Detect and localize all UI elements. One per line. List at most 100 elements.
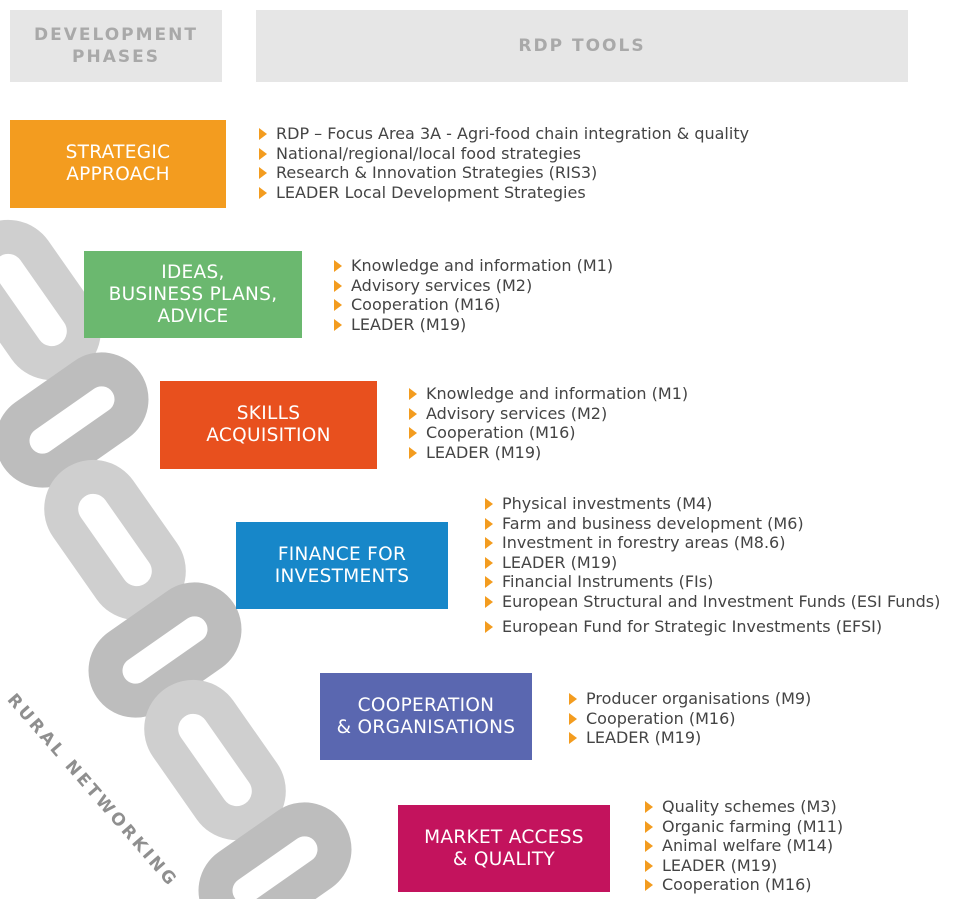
phase-cooperation-organisations: COOPERATION & ORGANISATIONS	[320, 673, 532, 760]
tool-label: LEADER (M19)	[662, 855, 778, 875]
tool-item: Knowledge and information (M1)	[406, 384, 688, 404]
rdp-tools-header: RDP TOOLS	[256, 10, 908, 82]
tool-label: Knowledge and information (M1)	[426, 384, 689, 403]
triangle-bullet-icon	[569, 732, 577, 744]
triangle-bullet-icon	[645, 879, 653, 891]
tool-label: Organic farming (M11)	[662, 816, 844, 836]
triangle-bullet-icon	[334, 318, 342, 331]
tool-item: European Structural and Investment Funds…	[482, 592, 940, 612]
tool-label: European Structural and Investment Funds…	[502, 591, 941, 611]
tool-item: Cooperation (M16)	[642, 875, 843, 895]
triangle-bullet-icon	[259, 167, 267, 179]
phase-line: BUSINESS PLANS,	[108, 283, 278, 305]
tools-list-market-access: Quality schemes (M3) Organic farming (M1…	[642, 797, 843, 895]
tool-label: Research & Innovation Strategies (RIS3)	[276, 163, 598, 182]
tool-item: LEADER (M19)	[642, 856, 843, 876]
tool-label: Cooperation (M16)	[426, 423, 576, 442]
chain-link	[88, 582, 242, 718]
triangle-bullet-icon	[334, 279, 342, 292]
tool-item: Research & Innovation Strategies (RIS3)	[256, 163, 749, 183]
triangle-bullet-icon	[259, 186, 267, 199]
tools-list-cooperation: Producer organisations (M9) Cooperation …	[566, 689, 811, 748]
tool-label: Advisory services (M2)	[426, 403, 608, 423]
triangle-bullet-icon	[645, 840, 653, 852]
tool-label: LEADER (M19)	[351, 314, 467, 334]
development-phases-header: DEVELOPMENT PHASES	[10, 10, 222, 82]
triangle-bullet-icon	[645, 801, 653, 813]
chain-link	[0, 352, 149, 488]
triangle-bullet-icon	[334, 299, 342, 311]
tool-label: RDP – Focus Area 3A - Agri-food chain in…	[276, 124, 750, 143]
triangle-bullet-icon	[645, 820, 653, 833]
tool-item: Advisory services (M2)	[331, 276, 613, 296]
triangle-bullet-icon	[409, 388, 417, 400]
tool-item: Financial Instruments (FIs)	[482, 572, 940, 592]
tool-label: LEADER (M19)	[502, 552, 618, 572]
tool-label: Quality schemes (M3)	[662, 797, 837, 816]
tool-item: LEADER (M19)	[331, 315, 613, 335]
chain-link	[198, 802, 352, 899]
tool-item: Advisory services (M2)	[406, 404, 688, 424]
tool-item: Knowledge and information (M1)	[331, 256, 613, 276]
tool-item: LEADER (M19)	[566, 728, 811, 748]
tool-label: Cooperation (M16)	[351, 295, 501, 314]
phase-line: & ORGANISATIONS	[336, 716, 516, 738]
tool-item: Organic farming (M11)	[642, 817, 843, 837]
phase-line: & QUALITY	[452, 848, 556, 870]
tools-list-finance: Physical investments (M4) Farm and busin…	[482, 494, 940, 637]
triangle-bullet-icon	[485, 498, 493, 510]
tool-label: European Fund for Strategic Investments …	[502, 617, 883, 636]
triangle-bullet-icon	[569, 712, 577, 725]
phase-line: IDEAS,	[161, 261, 225, 283]
phase-line: ACQUISITION	[206, 425, 331, 446]
triangle-bullet-icon	[259, 128, 267, 140]
tool-item: Producer organisations (M9)	[566, 689, 811, 709]
tool-item: RDP – Focus Area 3A - Agri-food chain in…	[256, 124, 749, 144]
tool-label: Cooperation (M16)	[586, 708, 736, 728]
tool-label: Knowledge and information (M1)	[351, 256, 614, 275]
phase-line: COOPERATION	[357, 694, 495, 716]
phase-finance-for-investments: FINANCE FOR INVESTMENTS	[236, 522, 448, 609]
tools-list-strategic-approach: RDP – Focus Area 3A - Agri-food chain in…	[256, 124, 749, 202]
triangle-bullet-icon	[409, 407, 417, 420]
tool-item: Farm and business development (M6)	[482, 514, 940, 534]
tools-list-ideas: Knowledge and information (M1) Advisory …	[331, 256, 613, 334]
tool-label: LEADER (M19)	[426, 442, 542, 462]
tool-item: Cooperation (M16)	[406, 423, 688, 443]
triangle-bullet-icon	[485, 576, 493, 588]
tool-label: Animal welfare (M14)	[662, 836, 834, 855]
triangle-bullet-icon	[485, 556, 493, 569]
triangle-bullet-icon	[485, 537, 493, 549]
header-tools-label: RDP TOOLS	[518, 36, 646, 56]
tool-item: Cooperation (M16)	[331, 295, 613, 315]
tool-item: LEADER (M19)	[406, 443, 688, 463]
tool-item: LEADER Local Development Strategies	[256, 183, 749, 203]
phase-ideas-business-plans-advice: IDEAS, BUSINESS PLANS, ADVICE	[84, 251, 302, 338]
tool-item: Animal welfare (M14)	[642, 836, 843, 856]
triangle-bullet-icon	[485, 595, 493, 608]
chain-link	[0, 219, 101, 381]
header-phases-line1: DEVELOPMENT	[34, 25, 198, 45]
tool-label: LEADER Local Development Strategies	[276, 182, 586, 202]
tool-label: LEADER (M19)	[586, 728, 702, 747]
tools-list-skills: Knowledge and information (M1) Advisory …	[406, 384, 688, 462]
triangle-bullet-icon	[409, 427, 417, 439]
tool-item: LEADER (M19)	[482, 553, 940, 573]
triangle-bullet-icon	[569, 693, 577, 705]
tool-label: National/regional/local food strategies	[276, 143, 582, 163]
phase-skills-acquisition: SKILLS ACQUISITION	[160, 381, 377, 469]
phase-line: SKILLS	[236, 403, 301, 424]
tool-label: Investment in forestry areas (M8.6)	[502, 533, 786, 552]
phase-line: FINANCE FOR	[277, 543, 407, 565]
chain-link	[144, 679, 286, 841]
phase-market-access-quality: MARKET ACCESS & QUALITY	[398, 805, 610, 892]
triangle-bullet-icon	[409, 446, 417, 459]
phase-strategic-approach: STRATEGIC APPROACH	[10, 120, 226, 208]
triangle-bullet-icon	[645, 859, 653, 872]
tool-item: Quality schemes (M3)	[642, 797, 843, 817]
tool-item: Physical investments (M4)	[482, 494, 940, 514]
triangle-bullet-icon	[485, 621, 493, 633]
tool-label: Producer organisations (M9)	[586, 689, 812, 708]
tool-item: European Fund for Strategic Investments …	[482, 617, 940, 637]
